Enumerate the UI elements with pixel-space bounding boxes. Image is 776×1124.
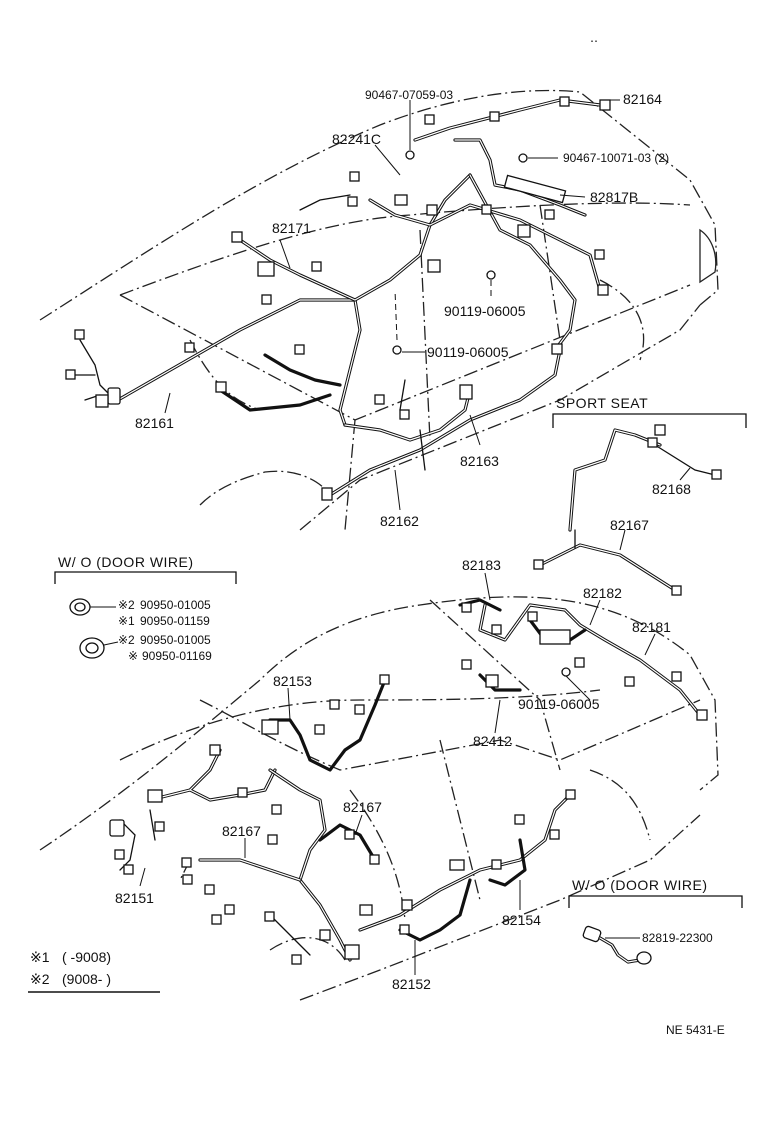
label-82167-bottom-b: 82167 xyxy=(222,823,261,839)
sport-seat-title: SPORT SEAT xyxy=(556,395,648,411)
label-82163: 82163 xyxy=(460,453,499,469)
label-82161: 82161 xyxy=(135,415,174,431)
label-82183: 82183 xyxy=(462,557,501,573)
legend: ※1 ( -9008) ※2 (9008- ) xyxy=(28,949,160,993)
door-wire-left-part-1: 90950-01005 xyxy=(140,598,211,612)
label-82241c: 82241C xyxy=(332,131,381,147)
grommet-icon xyxy=(69,598,105,659)
door-wire-left-mark-1: ※2 xyxy=(118,598,135,612)
label-82152: 82152 xyxy=(392,976,431,992)
label-82154: 82154 xyxy=(502,912,541,928)
door-wire-left-part-3: 90950-01005 xyxy=(140,633,211,647)
label-82167-bottom-a: 82167 xyxy=(343,799,382,815)
sport-seat-section: SPORT SEAT 82168 82167 xyxy=(533,395,747,596)
top-bolt-icons xyxy=(392,150,528,355)
label-82167-sport: 82167 xyxy=(610,517,649,533)
door-wire-left-bracket xyxy=(54,571,237,584)
bottom-part-labels: 82183 82182 82181 82153 90119-06005 8241… xyxy=(115,557,671,992)
top-car-harness xyxy=(69,98,602,497)
label-82819-22300: 82819-22300 xyxy=(642,931,713,945)
legend-range-2: (9008- ) xyxy=(62,971,111,987)
label-82164: 82164 xyxy=(623,91,662,107)
label-82153: 82153 xyxy=(273,673,312,689)
legend-mark-2: ※2 xyxy=(30,971,50,987)
door-wire-left-part-4: 90950-01169 xyxy=(142,649,212,663)
corner-mark: ‥ xyxy=(590,31,598,45)
bottom-leader-lines xyxy=(139,572,656,975)
reference-code: NE 5431-E xyxy=(666,1023,725,1037)
door-wire-right-bracket xyxy=(568,895,743,908)
door-wire-left-mark-2: ※1 xyxy=(118,614,135,628)
door-wire-left-title: W/ O (DOOR WIRE) xyxy=(58,554,194,570)
top-car-connectors xyxy=(65,96,611,501)
bottom-car-connectors xyxy=(109,602,708,965)
label-90119-06005-c: 90119-06005 xyxy=(518,696,600,712)
label-82181: 82181 xyxy=(632,619,671,635)
door-wire-left-mark-4: ※ xyxy=(128,649,138,663)
label-82171: 82171 xyxy=(272,220,311,236)
label-82412: 82412 xyxy=(473,733,512,749)
label-82162: 82162 xyxy=(380,513,419,529)
top-car-body-outline xyxy=(39,89,719,531)
label-82151: 82151 xyxy=(115,890,154,906)
label-82817b: 82817B xyxy=(590,189,638,205)
label-90119-06005-b: 90119-06005 xyxy=(427,344,509,360)
bottom-bolt-icons xyxy=(561,667,571,677)
door-wire-left-part-2: 90950-01159 xyxy=(140,614,210,628)
label-82168: 82168 xyxy=(652,481,691,497)
legend-range-1: ( -9008) xyxy=(62,949,111,965)
door-wire-left-section: W/ O (DOOR WIRE) ※2 90950-01005 ※1 90950… xyxy=(54,554,237,663)
label-82182: 82182 xyxy=(583,585,622,601)
top-part-labels: 90467-07059-03 82164 82241C 90467-10071-… xyxy=(135,88,669,529)
legend-mark-1: ※1 xyxy=(30,949,50,965)
door-wire-right-title: W/ O (DOOR WIRE) xyxy=(572,877,708,893)
door-wire-left-mark-3: ※2 xyxy=(118,633,135,647)
label-90119-06005-a: 90119-06005 xyxy=(444,303,526,319)
door-wire-right-section: W/ O (DOOR WIRE) 82819-22300 xyxy=(568,877,743,965)
label-90467-07059: 90467-07059-03 xyxy=(365,88,453,102)
label-90467-10071: 90467-10071-03 (2) xyxy=(563,151,669,165)
top-leader-lines xyxy=(164,99,620,511)
sport-seat-bracket xyxy=(552,413,747,428)
door-switch-icon xyxy=(582,925,652,965)
